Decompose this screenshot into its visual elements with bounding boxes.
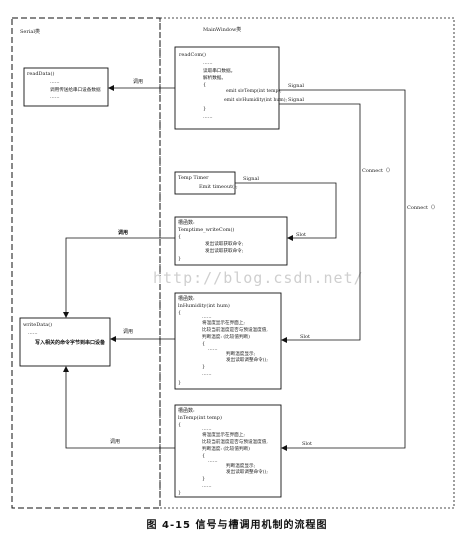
timer-line1: Emit timeout(); xyxy=(199,183,238,190)
slot2-line1: 将温度显示在界面上; xyxy=(202,319,245,326)
slot-humidity-box: 槽函数: lnHumidity(int hum) { ...... 将温度显示在… xyxy=(174,292,282,390)
writedata-box: writeData() ...... 写入相关的命令字节到串口设备 xyxy=(19,317,111,367)
writedata-dots1: ...... xyxy=(28,330,38,336)
readcom-box: readCom() ...... 读取串口数据。 解析数据。 { emit si… xyxy=(174,46,288,130)
slot2-dots2: ...... xyxy=(208,346,218,352)
timer-title: Temp Timer xyxy=(178,175,209,181)
slot2-func: lnHumidity(int hum) xyxy=(178,302,230,309)
readdata-title: readData() xyxy=(27,70,54,77)
slot3-brace-open: { xyxy=(178,422,181,428)
label-call-slot3: 调用 xyxy=(110,438,120,445)
slot3-title: 槽函数: xyxy=(178,407,195,414)
slot3-func: lnTemp(int temp) xyxy=(178,414,222,421)
slot2-line5: 判断温度显示; xyxy=(226,350,256,357)
readdata-dots1: ...... xyxy=(50,79,60,85)
slot1-line1: 发出读取获取命令; xyxy=(205,240,244,247)
edge-slot1-writedata xyxy=(63,237,175,318)
readdata-line1: 调用传送给串口设备数据 xyxy=(50,86,101,93)
slot1-func: Temptime_writeCom() xyxy=(178,226,234,233)
label-signal-hum: Signal xyxy=(288,97,304,103)
slot3-brace-close: } xyxy=(178,490,181,496)
label-call-slot2: 调用 xyxy=(123,328,133,335)
slot2-line2: 比较当前温度是否与预设温度值, xyxy=(202,326,268,333)
edge-slot3-writedata xyxy=(63,366,175,449)
slot1-brace-close: } xyxy=(178,256,181,262)
label-slot-3: Slot xyxy=(302,441,312,447)
slot2-line4: { xyxy=(202,341,205,347)
label-slot-1: Slot xyxy=(296,232,306,238)
readcom-line3: emit sivTemp(int temp); xyxy=(226,87,282,94)
slot2-line7: } xyxy=(202,364,205,370)
edge-signal-hum xyxy=(279,103,361,343)
edge-signal-temp xyxy=(279,89,406,451)
slot3-dots1: ...... xyxy=(202,426,212,432)
readcom-line4: emit sivHumidity(int hum); xyxy=(224,96,288,103)
slot2-line3: 判断温度: (比较值判断) xyxy=(202,333,250,340)
slot-temp-box: 槽函数: lnTemp(int temp) { ...... 将温度显示在界面上… xyxy=(174,404,282,498)
label-call-slot1: 调用 xyxy=(118,229,128,236)
slot2-dots1: ...... xyxy=(202,314,212,320)
readcom-line1: 读取串口数据。 xyxy=(203,67,235,74)
label-signal-timer: Signal xyxy=(243,176,259,182)
slot2-brace-open: { xyxy=(178,310,181,316)
slot3-dots3: ...... xyxy=(202,483,212,489)
readcom-title: readCom() xyxy=(179,51,206,58)
main-region-label: MainWindow类 xyxy=(203,26,241,33)
label-slot-2: Slot xyxy=(300,334,310,340)
slot1-brace-open: { xyxy=(178,234,181,240)
slot3-line7: } xyxy=(202,476,205,482)
slot3-line1: 将温度显示在界面上; xyxy=(202,431,245,438)
watermark: http://blog.csdn.net/ xyxy=(153,269,364,287)
slot3-line4: { xyxy=(202,453,205,459)
label-signal-temp: Signal xyxy=(288,83,304,89)
serial-class-region xyxy=(11,17,161,509)
slot1-line2: 发出读取获取命令; xyxy=(205,247,244,254)
slot3-line3: 判断温度: (比较值判断) xyxy=(202,445,250,452)
readcom-dots2: ...... xyxy=(203,114,213,120)
slot2-line6: 发出读取调整命令(); xyxy=(226,356,268,363)
label-connect-2: Connect（） xyxy=(407,205,438,211)
temp-timer-box: Temp Timer Emit timeout(); xyxy=(174,171,238,195)
slot-temptime-box: 槽函数: Temptime_writeCom() { 发出读取获取命令; 发出读… xyxy=(174,216,288,266)
slot2-title: 槽函数: xyxy=(178,295,195,302)
slot1-title: 槽函数: xyxy=(178,219,195,226)
figure-caption: 图 4-15 信号与槽调用机制的流程图 xyxy=(147,518,328,531)
readcom-dots1: ...... xyxy=(203,60,213,66)
readdata-box: readData() ...... 调用传送给串口设备数据 ...... xyxy=(23,67,109,107)
slot3-line2: 比较当前温度是否与预设温度值, xyxy=(202,438,268,445)
slot2-brace-close: } xyxy=(178,380,181,386)
readdata-dots2: ...... xyxy=(50,94,60,100)
slot3-line6: 发出读取调整命令(); xyxy=(226,468,268,475)
slot3-dots2: ...... xyxy=(208,458,218,464)
writedata-title: writeData() xyxy=(23,321,52,328)
label-call-readdata: 调用 xyxy=(133,78,143,85)
readcom-brace-open: { xyxy=(203,82,206,88)
label-connect-1: Connect（） xyxy=(362,168,393,174)
slot2-dots3: ...... xyxy=(202,371,212,377)
slot3-line5: 判断温度显示; xyxy=(226,462,256,469)
serial-region-label: Serial类 xyxy=(20,28,40,35)
edge-timer-slot1 xyxy=(235,182,337,241)
readcom-line2: 解析数据。 xyxy=(203,74,226,81)
readcom-brace-close: } xyxy=(203,106,206,112)
writedata-line1: 写入相关的命令字节到串口设备 xyxy=(35,339,106,346)
